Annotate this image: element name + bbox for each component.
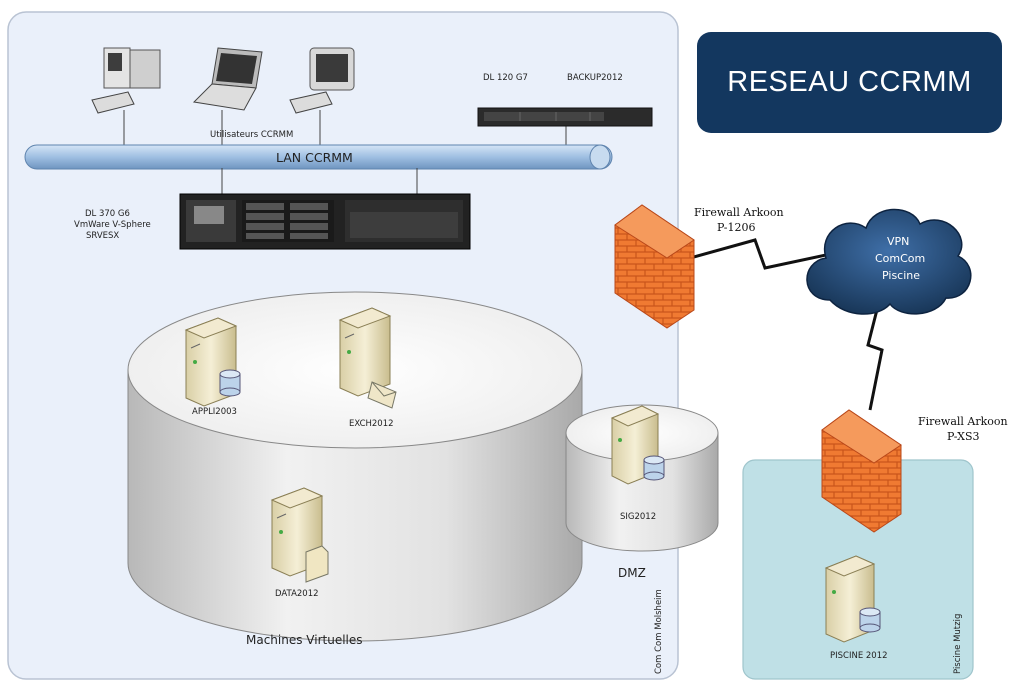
- laptop-icon: [192, 47, 263, 146]
- host-server-line2: VmWare V-Sphere: [74, 220, 151, 230]
- vm-appli-label: APPLI2003: [192, 407, 237, 417]
- monitor-icon: [289, 47, 355, 146]
- firewall-pool-line1: Firewall Arkoon: [918, 415, 1008, 428]
- host-server-line3: SRVESX: [86, 231, 119, 241]
- brick-firewall-icon: [614, 204, 695, 329]
- vpn-line1: VPN: [887, 235, 909, 248]
- dmz-label: DMZ: [618, 566, 646, 580]
- vm-exch-label: EXCH2012: [349, 419, 394, 429]
- database-icon: [643, 455, 665, 481]
- firewall-main-line2: P-1206: [717, 221, 756, 234]
- host-server-line1: DL 370 G6: [85, 209, 130, 219]
- database-icon: [859, 607, 881, 633]
- vm-data-label: DATA2012: [275, 589, 319, 599]
- rack-server-icon: [477, 107, 653, 148]
- rack-server-icon: [179, 193, 471, 250]
- desktop-computer-icon: [91, 47, 161, 146]
- firewall-pool-line2: P-XS3: [947, 430, 980, 443]
- dmz-server-label: SIG2012: [620, 512, 656, 522]
- folder-icon: [305, 545, 329, 583]
- virtual-machines-label: Machines Virtuelles: [246, 633, 363, 647]
- vpn-link-main: [664, 238, 841, 270]
- vpn-line3: Piscine: [882, 269, 920, 282]
- vpn-line2: ComCom: [875, 252, 925, 265]
- users-label: Utilisateurs CCRMM: [210, 130, 293, 140]
- pool-zone-label: Piscine Mutzig: [953, 614, 963, 674]
- backup-server-name: BACKUP2012: [567, 73, 623, 83]
- pool-server-label: PISCINE 2012: [830, 651, 888, 661]
- title-banner: RESEAU CCRMM: [697, 32, 1002, 133]
- lan-pipe: [24, 144, 613, 170]
- brick-firewall-icon: [821, 409, 902, 533]
- backup-server-model: DL 120 G7: [483, 73, 528, 83]
- main-zone-label: Com Com Molsheim: [654, 589, 664, 674]
- cloud-icon: [806, 208, 972, 315]
- page-title: RESEAU CCRMM: [727, 66, 972, 98]
- tower-server-icon: [338, 307, 392, 397]
- mail-icon: [367, 381, 397, 409]
- firewall-main-line1: Firewall Arkoon: [694, 206, 784, 219]
- vpn-link-pool: [866, 289, 884, 411]
- database-icon: [219, 369, 241, 397]
- lan-label: LAN CCRMM: [276, 150, 353, 165]
